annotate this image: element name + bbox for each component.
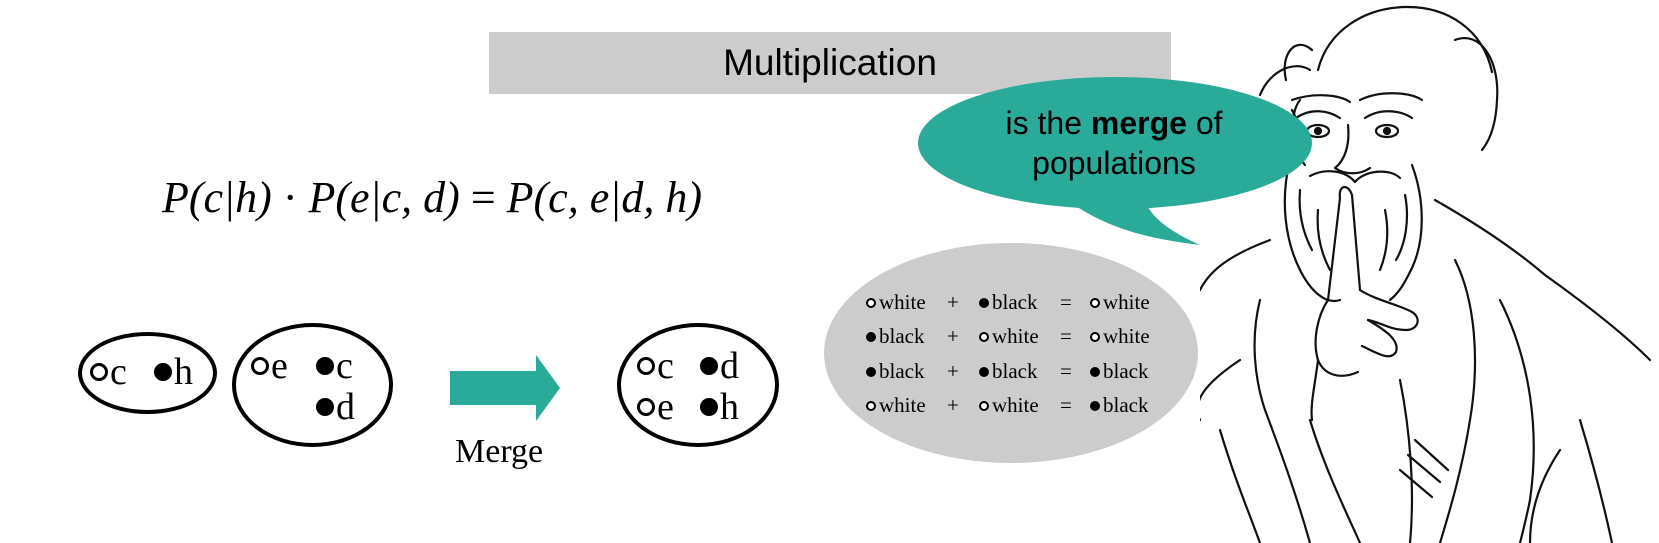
speech-bubble xyxy=(918,77,1312,245)
black-dot-icon xyxy=(979,367,989,378)
merged-member-2: d xyxy=(700,347,739,385)
formula-result: P(c, e|d, h) xyxy=(506,173,702,222)
formula-dot: · xyxy=(282,173,298,222)
merged-member-3: e xyxy=(637,388,674,426)
rule-row: black + white = white xyxy=(866,321,1166,351)
black-dot-icon xyxy=(316,357,334,376)
pop2-member-1: e xyxy=(251,347,288,385)
pop1-member-1: c xyxy=(90,353,127,391)
formula-term-2: P(e|c, d) xyxy=(308,173,460,222)
page-title: Multiplication xyxy=(723,42,937,83)
white-dot-icon xyxy=(979,332,989,343)
black-dot-icon xyxy=(700,357,718,376)
white-dot-icon xyxy=(979,401,989,412)
rule-row: white + black = white xyxy=(866,287,1166,317)
white-dot-icon xyxy=(1090,298,1100,309)
white-dot-icon xyxy=(90,363,108,382)
black-dot-icon xyxy=(154,363,172,382)
black-dot-icon xyxy=(1090,367,1100,378)
formula-equals: = xyxy=(470,173,496,222)
bearded-man-illustration xyxy=(1200,5,1652,543)
speech-bold: merge xyxy=(1090,105,1187,141)
merged-member-1: c xyxy=(637,347,674,385)
pop2-member-2: c xyxy=(316,347,353,385)
merged-population xyxy=(617,323,779,447)
title-bar: Multiplication xyxy=(489,32,1171,94)
white-dot-icon xyxy=(866,401,876,412)
black-dot-icon xyxy=(866,367,876,378)
speech-line-1: is the merge of xyxy=(1005,105,1223,141)
merge-label: Merge xyxy=(455,433,544,470)
speech-text: is the merge of populations xyxy=(944,103,1284,183)
white-dot-icon xyxy=(1090,332,1100,343)
rule-row: black + black = black xyxy=(866,356,1166,386)
merged-member-4: h xyxy=(700,388,739,426)
black-dot-icon xyxy=(866,332,876,343)
rules-ellipse xyxy=(824,243,1198,463)
white-dot-icon xyxy=(251,357,269,376)
black-dot-icon xyxy=(316,398,334,417)
black-dot-icon xyxy=(1090,401,1100,412)
pop1-member-2: h xyxy=(154,353,193,391)
rule-row: white + white = black xyxy=(866,390,1166,420)
black-dot-icon xyxy=(979,298,989,309)
formula-term-1: P(c|h) xyxy=(162,173,272,222)
white-dot-icon xyxy=(866,298,876,309)
probability-formula: P(c|h) · P(e|c, d) = P(c, e|d, h) xyxy=(162,172,702,223)
pop2-member-3: d xyxy=(316,388,355,426)
white-dot-icon xyxy=(637,398,655,417)
black-dot-icon xyxy=(700,398,718,417)
population-2 xyxy=(232,323,393,447)
right-arrow-icon xyxy=(450,355,560,421)
speech-line-2: populations xyxy=(1032,145,1196,181)
white-dot-icon xyxy=(637,357,655,376)
